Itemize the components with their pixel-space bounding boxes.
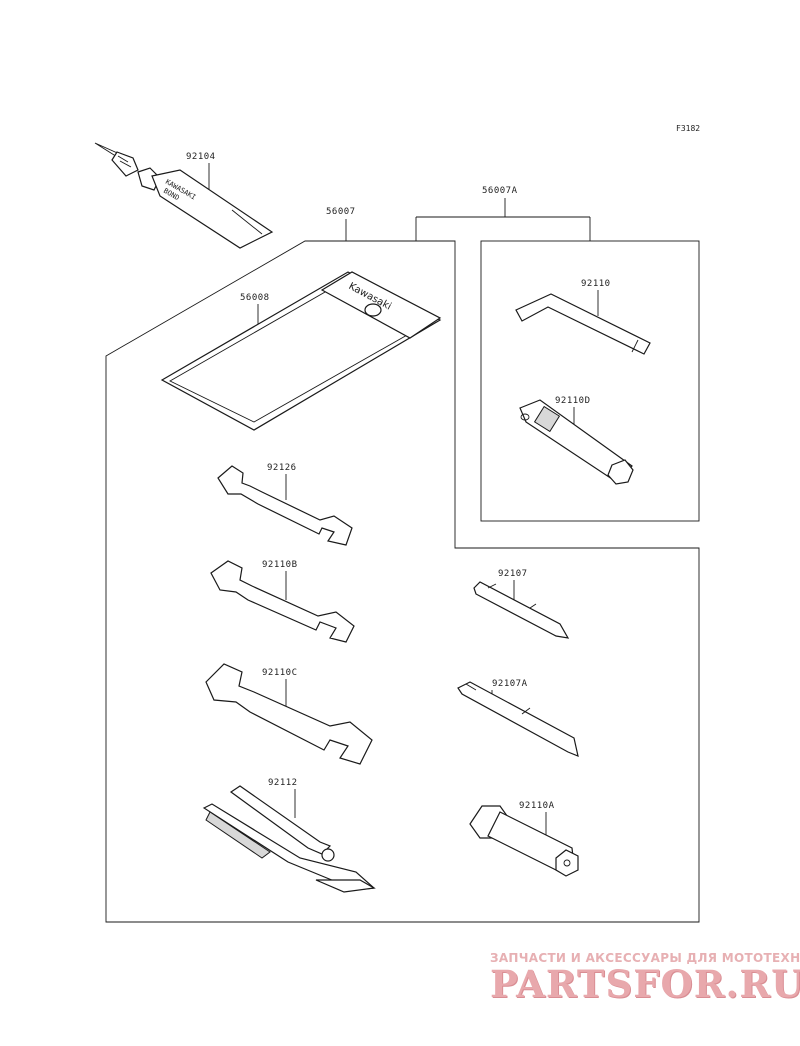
label-92107A: 92107A xyxy=(492,679,528,689)
watermark-tagline: ЗАПЧАСТИ И АКСЕССУАРЫ ДЛЯ МОТОТЕХНИКИ xyxy=(490,951,800,965)
hex-key-icon xyxy=(515,290,651,355)
figure-code: F3182 xyxy=(676,124,700,133)
label-92110B: 92110B xyxy=(262,560,298,570)
label-56008: 56008 xyxy=(240,293,270,303)
label-92104: 92104 xyxy=(186,152,216,162)
open-wrench-92110C-icon xyxy=(205,663,373,765)
label-92112: 92112 xyxy=(268,778,298,788)
label-92110D: 92110D xyxy=(555,396,591,406)
label-92110C: 92110C xyxy=(262,668,298,678)
plug-wrench-icon xyxy=(469,805,579,877)
box-wrench-92110D-icon xyxy=(519,399,634,485)
screwdriver-92107-icon xyxy=(473,580,570,639)
bracket-56007A xyxy=(415,198,591,241)
pliers-icon xyxy=(202,785,376,893)
label-92110A: 92110A xyxy=(519,801,555,811)
screwdriver-92107A-icon xyxy=(457,681,579,757)
bond-tube-icon: KAWASAKI BOND xyxy=(94,142,274,249)
label-92110: 92110 xyxy=(581,279,611,289)
tool-pouch-icon: Kawasaki xyxy=(160,271,442,431)
label-56007: 56007 xyxy=(326,207,356,217)
kit-boundary-56007 xyxy=(105,240,700,923)
open-wrench-92110B-icon xyxy=(210,560,355,643)
open-wrench-92126-icon xyxy=(217,465,353,546)
watermark-brand: PARTSFOR.RU xyxy=(490,962,800,1006)
label-92126: 92126 xyxy=(267,463,297,473)
label-56007A: 56007A xyxy=(482,186,518,196)
label-92107: 92107 xyxy=(498,569,528,579)
